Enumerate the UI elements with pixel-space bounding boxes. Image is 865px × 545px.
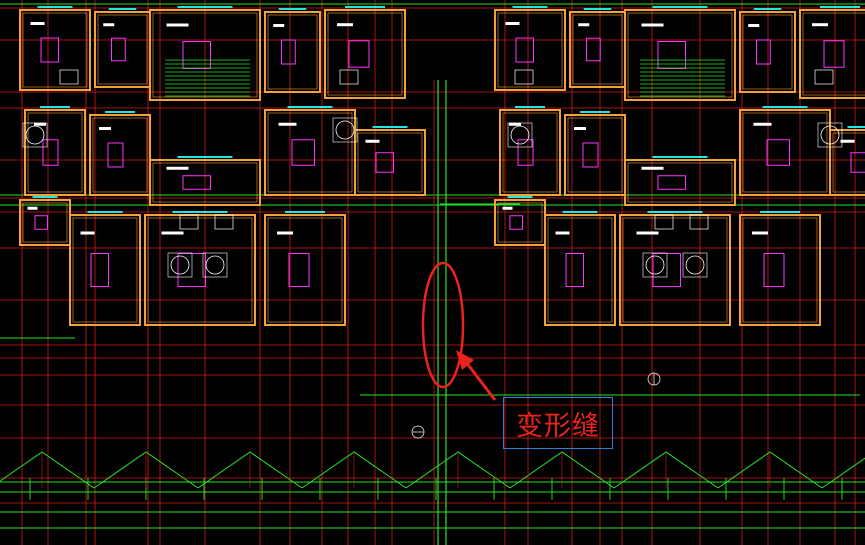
expansion-joint — [433, 80, 447, 545]
annotation-arrow — [456, 350, 497, 401]
dimension-lines — [0, 3, 865, 529]
highlight-ellipse — [421, 261, 465, 389]
apartment-units — [19, 6, 865, 326]
north-arrow-icon — [647, 372, 661, 386]
dimension-marker-icon — [411, 425, 425, 439]
annotation-label: 变形缝 — [516, 410, 600, 442]
roof-outline — [0, 451, 865, 489]
annotation-label-box: 变形缝 — [503, 397, 613, 449]
